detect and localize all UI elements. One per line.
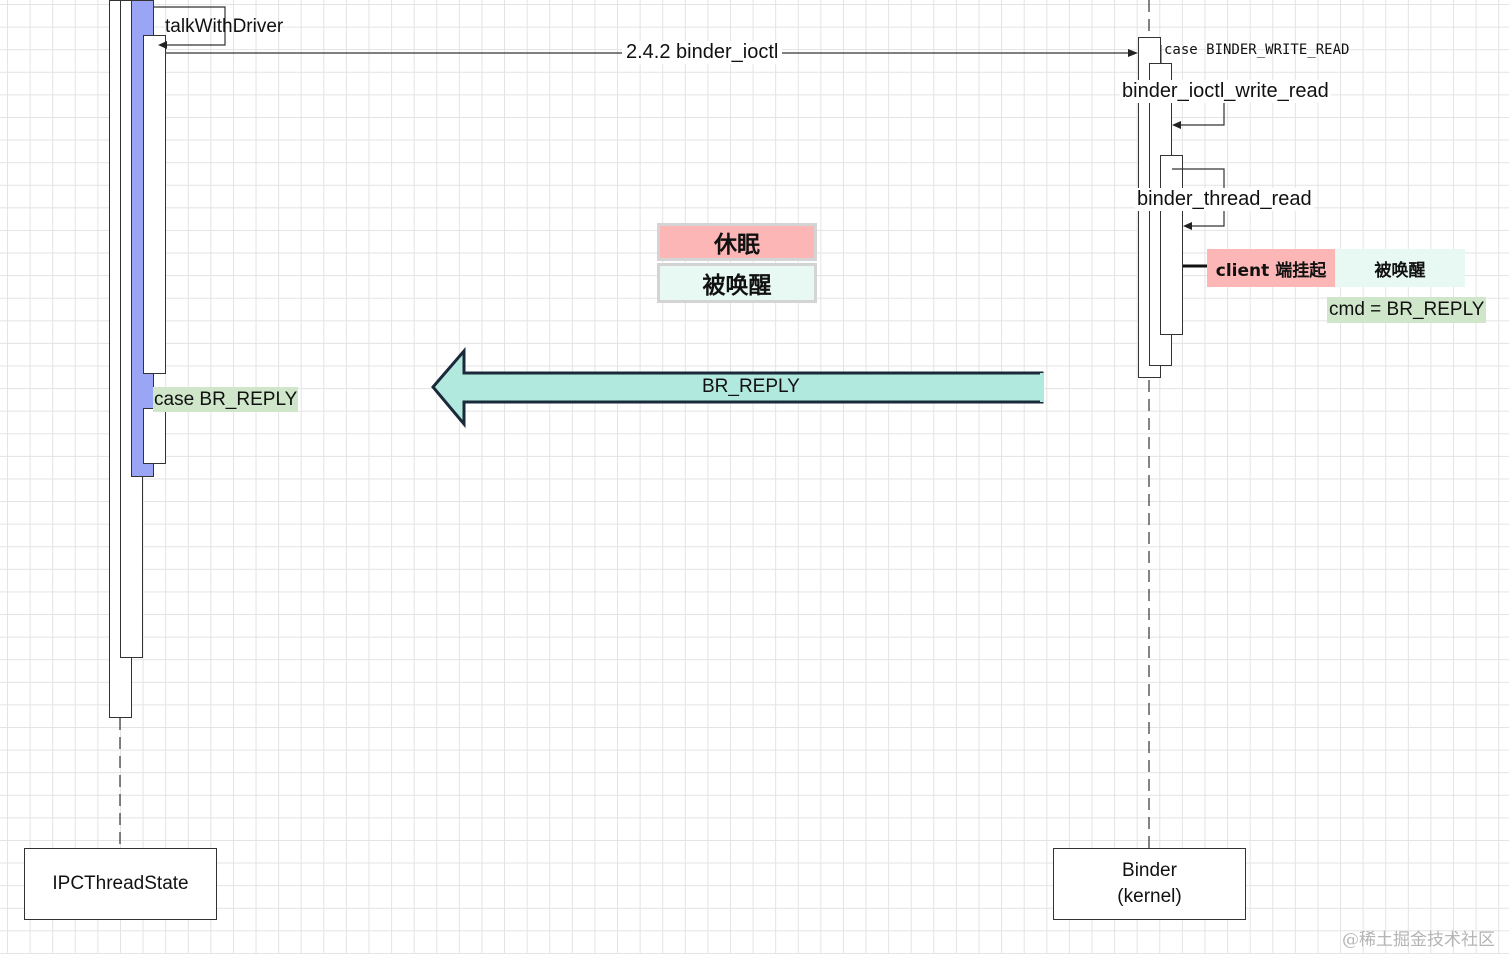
write-read-label: binder_ioctl_write_read (1120, 80, 1331, 103)
br-reply-big-arrow (431, 346, 1044, 429)
woken-up-tag: 被唤醒 (1335, 249, 1465, 287)
tag-connector (1183, 264, 1209, 268)
watermark: @稀土掘金技术社区 (1342, 930, 1495, 950)
cmd-br-reply-label: cmd = BR_REPLY (1327, 297, 1487, 323)
client-suspend-tag: client 端挂起 (1207, 249, 1335, 287)
br-reply-arrow-label: BR_REPLY (702, 376, 800, 397)
thread-read-label: binder_thread_read (1135, 188, 1314, 211)
participant-ipcthreadstate-label: IPCThreadState (52, 873, 189, 894)
binder-ioctl-label: 2.4.2 binder_ioctl (622, 41, 783, 64)
case-write-read-label: case BINDER_WRITE_READ (1164, 42, 1350, 58)
legend-sleep: 休眠 (657, 223, 817, 261)
case-br-reply-label: case BR_REPLY (153, 387, 299, 412)
talk-self-call (154, 6, 226, 49)
legend-woken: 被唤醒 (657, 263, 817, 303)
participant-binder-kernel: Binder (kernel) (1053, 848, 1246, 920)
binder-ioctl-arrow (166, 45, 1162, 63)
participant-ipcthreadstate: IPCThreadState (24, 848, 217, 920)
participant-binder-label: Binder (1122, 860, 1177, 881)
talk-with-driver-label: talkWithDriver (165, 16, 284, 37)
left-activation-talk (143, 35, 166, 374)
participant-kernel-label: (kernel) (1117, 886, 1182, 907)
